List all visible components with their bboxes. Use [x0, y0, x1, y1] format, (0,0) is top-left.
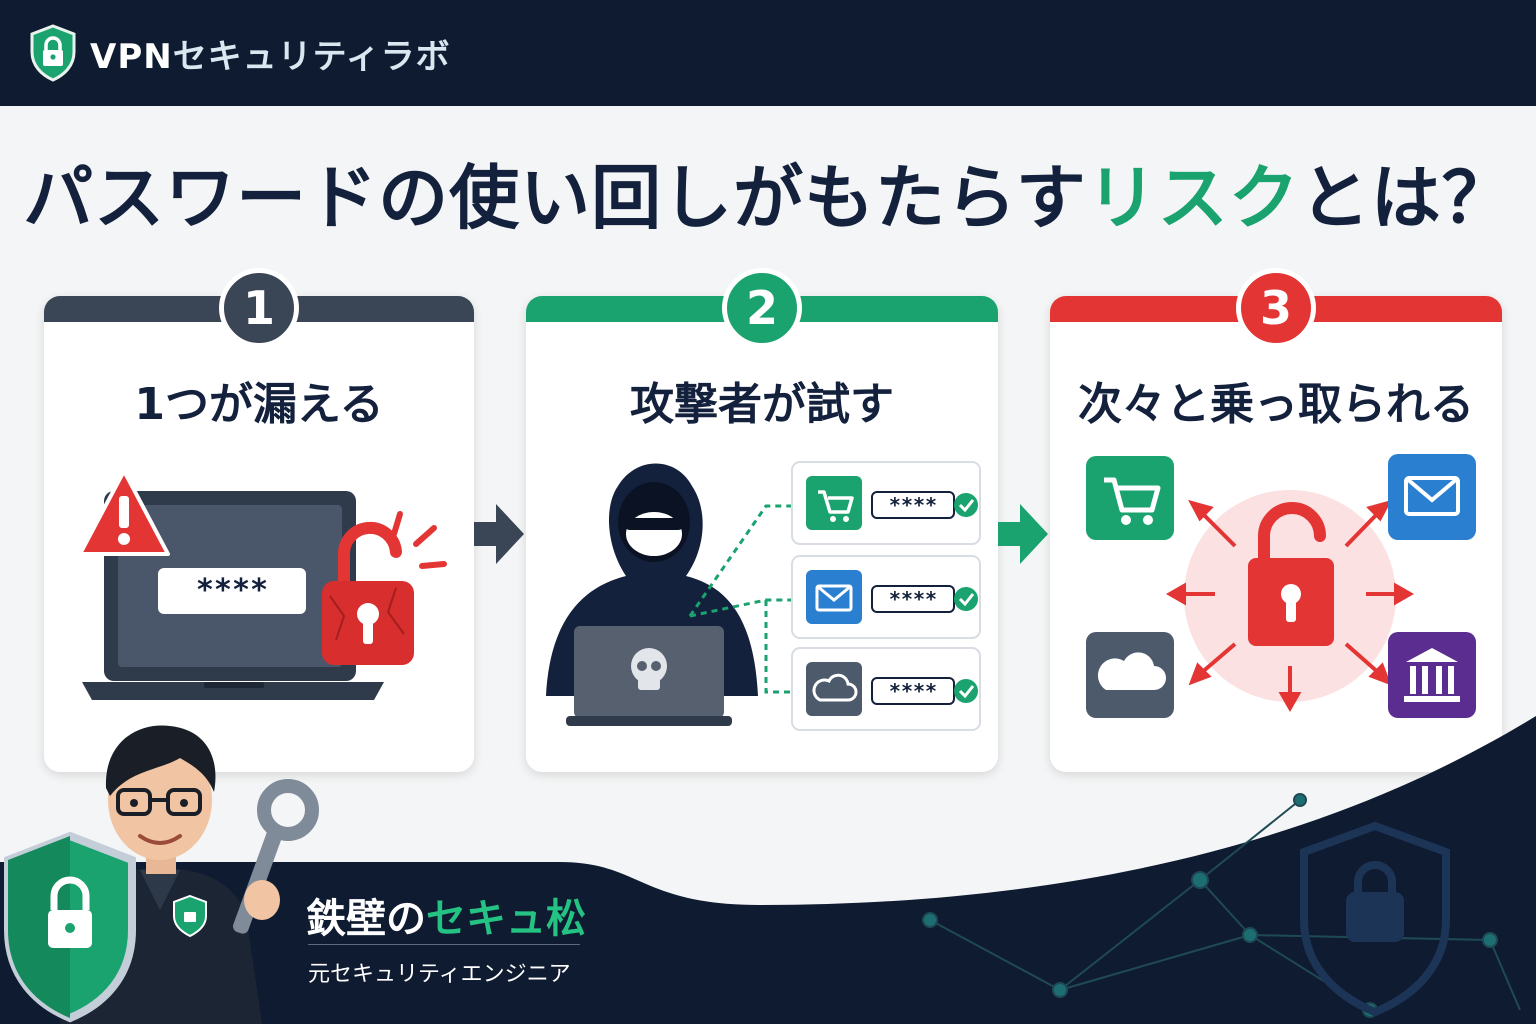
step-2-illustration: **** **** **** [546, 461, 981, 731]
step-card-3: 3 次々と乗っ取られる [1050, 268, 1502, 772]
account-1-password: **** [889, 493, 937, 517]
brand[interactable]: VPNセキュリティラボ [28, 24, 451, 82]
account-2-password: **** [889, 587, 937, 611]
bank-icon [1388, 632, 1476, 718]
mail-icon [1388, 454, 1476, 540]
account-row-1: **** [791, 461, 981, 545]
network-pattern [922, 793, 1521, 1018]
leaked-password-text: **** [196, 573, 268, 608]
open-lock-icon [1248, 502, 1334, 646]
step-card-1: 1 1つが漏える **** [44, 268, 474, 772]
shield-lock-icon [30, 24, 76, 82]
arrow-right-icon [474, 504, 524, 564]
page-title: パスワードの使い回しがもたらすリスクとは？ [0, 142, 1536, 243]
broken-lock-icon [322, 511, 447, 665]
step-3-label: 次々と乗っ取られる [1078, 379, 1474, 430]
author-name: 鉄壁のセキュ松 [306, 886, 586, 944]
title-after: とは？ [1299, 157, 1513, 239]
step-1-illustration: **** [78, 469, 447, 700]
step-1-number: 1 [219, 268, 299, 348]
account-row-3: **** [791, 647, 981, 731]
brand-suffix: セキュリティラボ [172, 36, 451, 77]
account-row-2: **** [791, 555, 981, 639]
cart-icon [1086, 456, 1174, 540]
author-title: 元セキュリティエンジニア [308, 962, 571, 987]
step-3-illustration [1086, 454, 1476, 718]
title-accent: リスク [1086, 157, 1300, 239]
spread-arrows [1165, 499, 1415, 713]
author-name-accent: セキュ松 [426, 896, 586, 942]
shield-watermark-icon [1300, 821, 1450, 1017]
hoodie-badge-icon [173, 894, 207, 938]
title-before: パスワードの使い回しがもたらす [23, 157, 1087, 239]
step-2-number: 2 [722, 268, 802, 348]
arrow-right-icon-2 [998, 504, 1048, 564]
brand-name: VPNセキュリティラボ [90, 29, 451, 78]
warning-icon [78, 469, 170, 556]
leaked-password-field [158, 568, 306, 614]
step-card-2: 2 攻撃者が試す **** [526, 268, 998, 772]
header-bar: VPNセキュリティラボ [0, 0, 1536, 106]
account-3-password: **** [889, 679, 937, 703]
mascot-avatar [4, 725, 319, 1024]
step-2-label: 攻撃者が試す [630, 379, 894, 430]
brand-prefix: VPN [90, 36, 173, 77]
author-name-prefix: 鉄壁の [306, 896, 426, 942]
step-3-number: 3 [1236, 268, 1316, 348]
author-divider [308, 944, 580, 945]
skull-icon [631, 648, 667, 690]
step-1-label: 1つが漏える [134, 379, 384, 430]
shield-lock-icon-large [4, 831, 136, 1023]
cloud-icon [1086, 632, 1174, 718]
